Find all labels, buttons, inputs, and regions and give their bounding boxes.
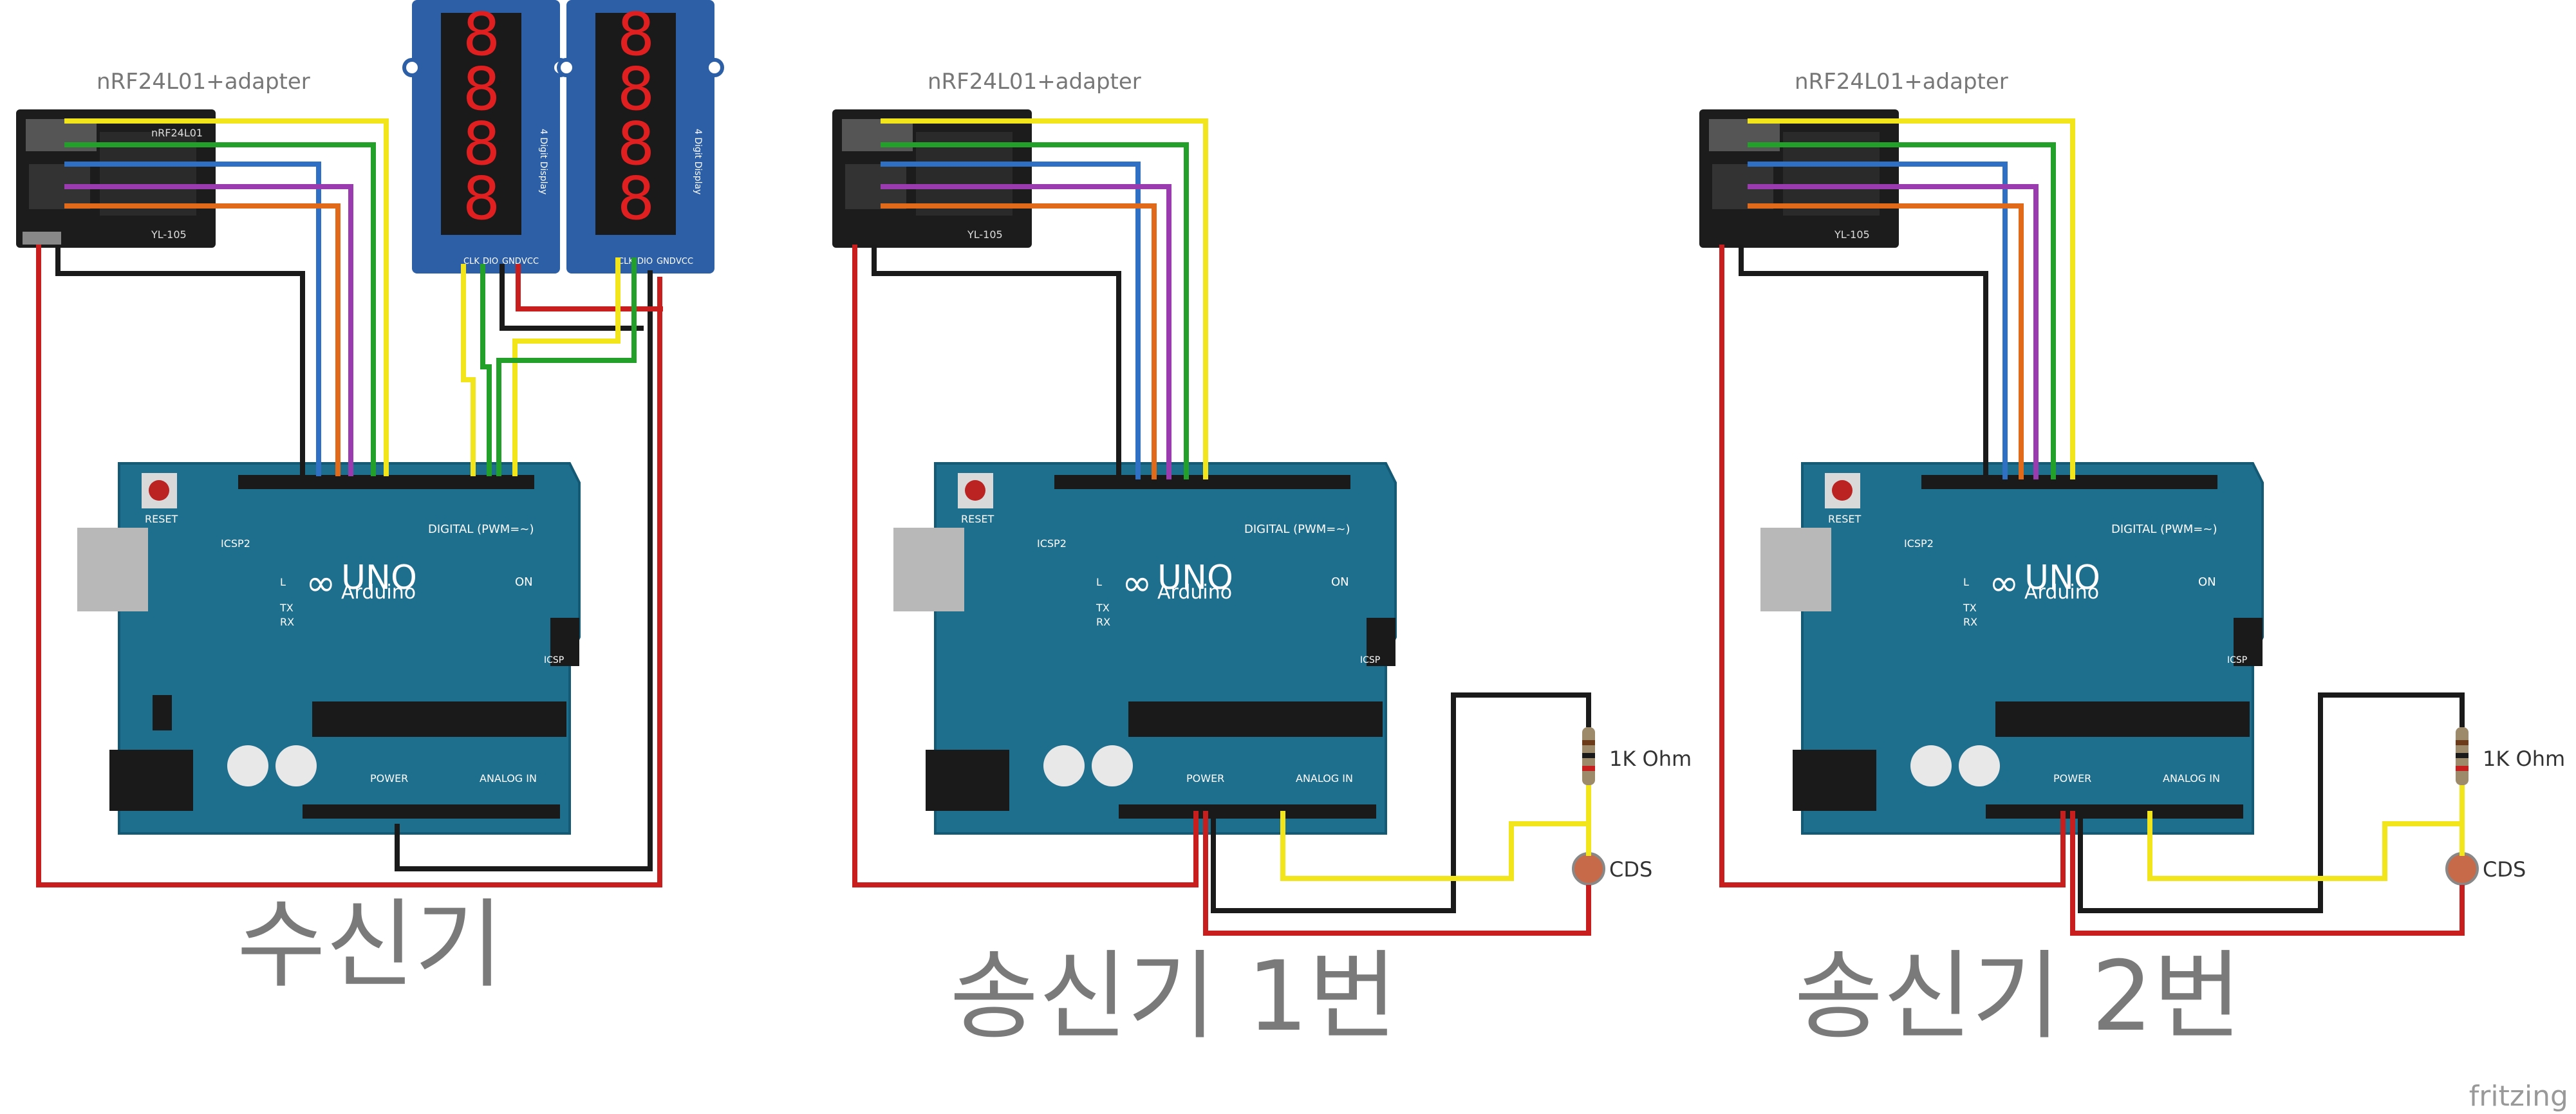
svg-text:L: L xyxy=(1096,576,1102,588)
fritzing-watermark: fritzing xyxy=(2469,1080,2568,1113)
svg-text:RESET: RESET xyxy=(961,513,994,525)
svg-text:∞: ∞ xyxy=(1122,562,1152,604)
svg-text:8: 8 xyxy=(617,0,655,69)
nrf-module: nRF24L01+adapter YL-105 xyxy=(1699,69,2008,248)
svg-text:nRF24L01+adapter: nRF24L01+adapter xyxy=(928,69,1141,95)
cds-sensor: CDS xyxy=(2445,852,2526,886)
svg-text:ICSP2: ICSP2 xyxy=(1904,537,1934,550)
svg-text:DIGITAL (PWM=~): DIGITAL (PWM=~) xyxy=(2111,523,2217,536)
svg-text:POWER: POWER xyxy=(1186,772,1224,784)
svg-text:∞: ∞ xyxy=(1989,562,2019,604)
svg-text:8: 8 xyxy=(463,109,501,178)
resistor-label: 1K Ohm xyxy=(1609,747,1692,771)
svg-text:CDS: CDS xyxy=(2483,857,2526,882)
arduino-board: RESET ICSP2 DIGITAL (PWM=~) UNO Arduino … xyxy=(893,462,1397,835)
svg-text:CLK: CLK xyxy=(463,257,480,266)
arduino-brand: Arduino xyxy=(341,581,416,604)
svg-text:DIO: DIO xyxy=(637,257,653,266)
svg-text:∞: ∞ xyxy=(306,562,336,604)
sender1-circuit: nRF24L01+adapter YL-105 RESET ICSP2 DIGI… xyxy=(832,69,1692,1053)
sender1-wires xyxy=(852,118,1591,936)
caption-receiver: 수신기 xyxy=(237,889,503,1001)
nrf-module-label: nRF24L01+adapter xyxy=(97,69,310,95)
svg-text:UNO: UNO xyxy=(1157,559,1233,597)
svg-text:8: 8 xyxy=(463,0,501,69)
svg-text:GND: GND xyxy=(657,257,676,266)
svg-text:nRF24L01+adapter: nRF24L01+adapter xyxy=(1795,69,2008,95)
svg-text:ICSP: ICSP xyxy=(544,655,564,665)
svg-text:ON: ON xyxy=(1331,575,1349,589)
svg-text:1K Ohm: 1K Ohm xyxy=(2483,747,2565,771)
svg-text:8: 8 xyxy=(617,55,655,124)
svg-text:POWER: POWER xyxy=(370,772,408,784)
svg-text:Arduino: Arduino xyxy=(1157,581,1232,604)
arduino-board: RESET ICSP2 DIGITAL (PWM=~) UNO Arduino … xyxy=(1760,462,2264,835)
svg-text:RX: RX xyxy=(1096,616,1110,628)
cds-label: CDS xyxy=(1609,857,1652,882)
svg-text:ICSP2: ICSP2 xyxy=(1037,537,1067,550)
svg-text:L: L xyxy=(1963,576,1969,588)
svg-text:TX: TX xyxy=(279,602,294,614)
resistor: 1K Ohm xyxy=(2456,727,2565,785)
nrf-module: nRF24L01+adapter nRF24L01 YL-105 xyxy=(16,69,310,248)
sender2-circuit: nRF24L01+adapter YL-105 RESET ICSP2 DIGI… xyxy=(1699,69,2565,1053)
svg-text:DIO: DIO xyxy=(483,257,498,266)
svg-text:8: 8 xyxy=(463,55,501,124)
svg-text:ICSP2: ICSP2 xyxy=(221,537,250,550)
svg-text:ANALOG IN: ANALOG IN xyxy=(1296,772,1353,784)
nrf-chip-label: nRF24L01 xyxy=(151,127,203,139)
svg-text:ON: ON xyxy=(2198,575,2216,589)
receiver-circuit: nRF24L01+adapter nRF24L01 YL-105 8 8 8 8… xyxy=(16,0,724,1001)
receiver-wires xyxy=(36,118,663,887)
four-digit-display-2: 8 8 8 8 4 Digit Display CLK DIO GND VCC xyxy=(557,0,724,274)
svg-text:ICSP: ICSP xyxy=(1360,655,1380,665)
svg-text:ON: ON xyxy=(515,575,533,589)
svg-text:YL-105: YL-105 xyxy=(967,228,1003,241)
nrf-module: nRF24L01+adapter YL-105 xyxy=(832,69,1141,248)
svg-text:8: 8 xyxy=(617,164,655,233)
svg-text:ICSP: ICSP xyxy=(2227,655,2247,665)
caption-sender2: 송신기 2번 xyxy=(1794,941,2241,1053)
svg-text:L: L xyxy=(280,576,286,588)
caption-sender1: 송신기 1번 xyxy=(949,941,1397,1053)
svg-text:4 Digit Display: 4 Digit Display xyxy=(693,129,703,194)
svg-text:RESET: RESET xyxy=(1828,513,1861,525)
svg-text:TX: TX xyxy=(1963,602,1977,614)
svg-text:DIGITAL (PWM=~): DIGITAL (PWM=~) xyxy=(1244,523,1350,536)
svg-text:POWER: POWER xyxy=(2053,772,2091,784)
svg-text:RX: RX xyxy=(1963,616,1977,628)
display-side-label: 4 Digit Display xyxy=(538,129,548,194)
svg-text:ANALOG IN: ANALOG IN xyxy=(480,772,537,784)
svg-text:Arduino: Arduino xyxy=(2024,581,2099,604)
svg-text:8: 8 xyxy=(463,164,501,233)
svg-text:ANALOG IN: ANALOG IN xyxy=(2163,772,2220,784)
svg-text:YL-105: YL-105 xyxy=(1834,228,1870,241)
svg-text:RX: RX xyxy=(280,616,294,628)
svg-text:CLK: CLK xyxy=(618,257,634,266)
svg-text:VCC: VCC xyxy=(521,257,539,266)
nrf-model-label: YL-105 xyxy=(151,228,187,241)
arduino-model: UNO xyxy=(341,559,417,597)
cds-sensor: CDS xyxy=(1572,852,1652,886)
four-digit-display-1: 8 8 8 8 4 Digit Display CLK DIO GND VCC xyxy=(402,0,570,274)
svg-text:RESET: RESET xyxy=(145,513,178,525)
svg-text:VCC: VCC xyxy=(676,257,693,266)
svg-text:TX: TX xyxy=(1096,602,1110,614)
resistor: 1K Ohm xyxy=(1582,727,1692,785)
svg-text:UNO: UNO xyxy=(2024,559,2100,597)
sender2-wires xyxy=(1719,118,2465,936)
arduino-board: RESET ICSP2 DIGITAL (PWM=~) UNO Arduino … xyxy=(77,462,581,835)
svg-text:8: 8 xyxy=(617,109,655,178)
svg-text:DIGITAL (PWM=~): DIGITAL (PWM=~) xyxy=(428,523,534,536)
